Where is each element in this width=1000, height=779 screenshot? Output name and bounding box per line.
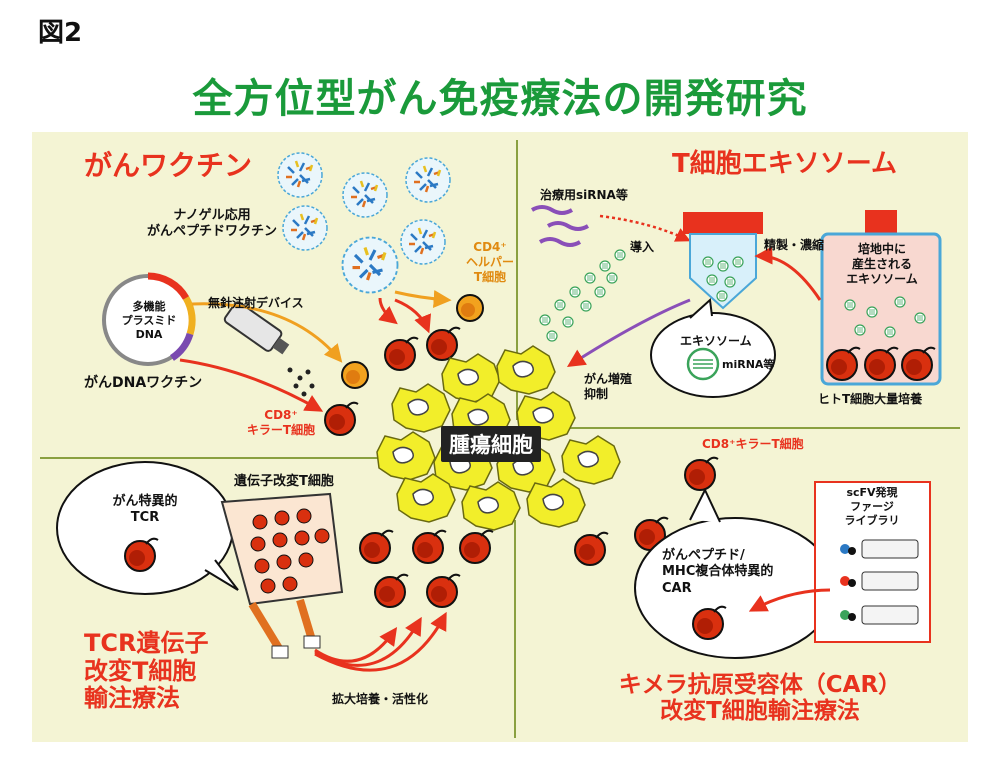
culture-flask — [820, 210, 942, 386]
car-cd8-label: CD8⁺キラーT細胞 — [702, 437, 804, 451]
car-section-title: キメラ抗原受容体（CAR） 改変T細胞輸注療法 — [618, 672, 902, 725]
suppress-label: がん増殖 抑制 — [584, 372, 633, 401]
killer-t-cell — [324, 401, 359, 436]
tcr-bubble — [56, 461, 234, 595]
needle-free-injector — [223, 301, 290, 355]
exosome-section-title: T細胞エキソソーム — [672, 149, 897, 179]
nanogel-particle — [276, 151, 324, 199]
nanogel-particle — [399, 218, 447, 266]
car-t-cell — [684, 456, 719, 491]
killer-t-cell — [426, 326, 461, 361]
car-bubble-label: がんペプチド/ MHC複合体特異的 CAR — [662, 548, 774, 596]
killer-t-cell — [384, 336, 419, 371]
nanogel-particle — [404, 156, 452, 204]
mirna-label: miRNA等 — [722, 358, 775, 371]
killer-t-cell — [459, 529, 494, 564]
tumor-cell-label: 腫瘍細胞 — [441, 426, 541, 462]
killer-t-cell — [412, 529, 447, 564]
cd8-killer-label: CD8⁺ キラーT細胞 — [246, 408, 316, 437]
nanogel-vaccine-label: ナノゲル応用 がんペプチドワクチン — [146, 208, 277, 240]
figure-label: 図2 — [38, 18, 83, 48]
killer-t-cell — [374, 573, 409, 608]
cd4-helper-label: CD4⁺ ヘルパー T細胞 — [465, 240, 514, 284]
purify-label: 精製・濃縮 — [764, 238, 825, 252]
plasmid-dna-label: 多機能 プラスミド DNA — [121, 300, 177, 341]
sirna-label: 治療用siRNA等 — [540, 188, 628, 202]
nanogel-particle — [340, 235, 400, 295]
killer-t-cell — [426, 573, 461, 608]
exosome-bubble-title: エキソソーム — [680, 334, 752, 348]
expand-label: 拡大培養・活性化 — [332, 692, 429, 706]
helper-t-cell — [341, 361, 369, 389]
phage-library-label: scFV発現 ファージ ライブラリ — [844, 486, 900, 527]
tcr-section-title: TCR遺伝子 改変T細胞 輸注療法 — [84, 629, 209, 713]
killer-t-cell — [359, 529, 394, 564]
nanogel-particle — [341, 171, 389, 219]
tcr-bubble-label: がん特異的 TCR — [112, 494, 178, 526]
dna-vaccine-label: がんDNAワクチン — [84, 375, 203, 391]
medium-exosome-label: 培地中に 産生される エキソソーム — [846, 242, 918, 286]
helper-t-cell — [456, 294, 484, 322]
page-title: 全方位型がん免疫療法の開発研究 — [192, 76, 808, 122]
modified-t-cell-bag — [220, 492, 344, 659]
culture-label: ヒトT細胞大量培養 — [818, 392, 923, 406]
vaccine-section-title: がんワクチン — [84, 149, 253, 182]
injector-label: 無針注射デバイス — [208, 296, 304, 310]
car-t-cell — [574, 531, 609, 566]
modified-t-cell-label: 遺伝子改変T細胞 — [234, 474, 334, 489]
introduce-label: 導入 — [630, 240, 655, 254]
